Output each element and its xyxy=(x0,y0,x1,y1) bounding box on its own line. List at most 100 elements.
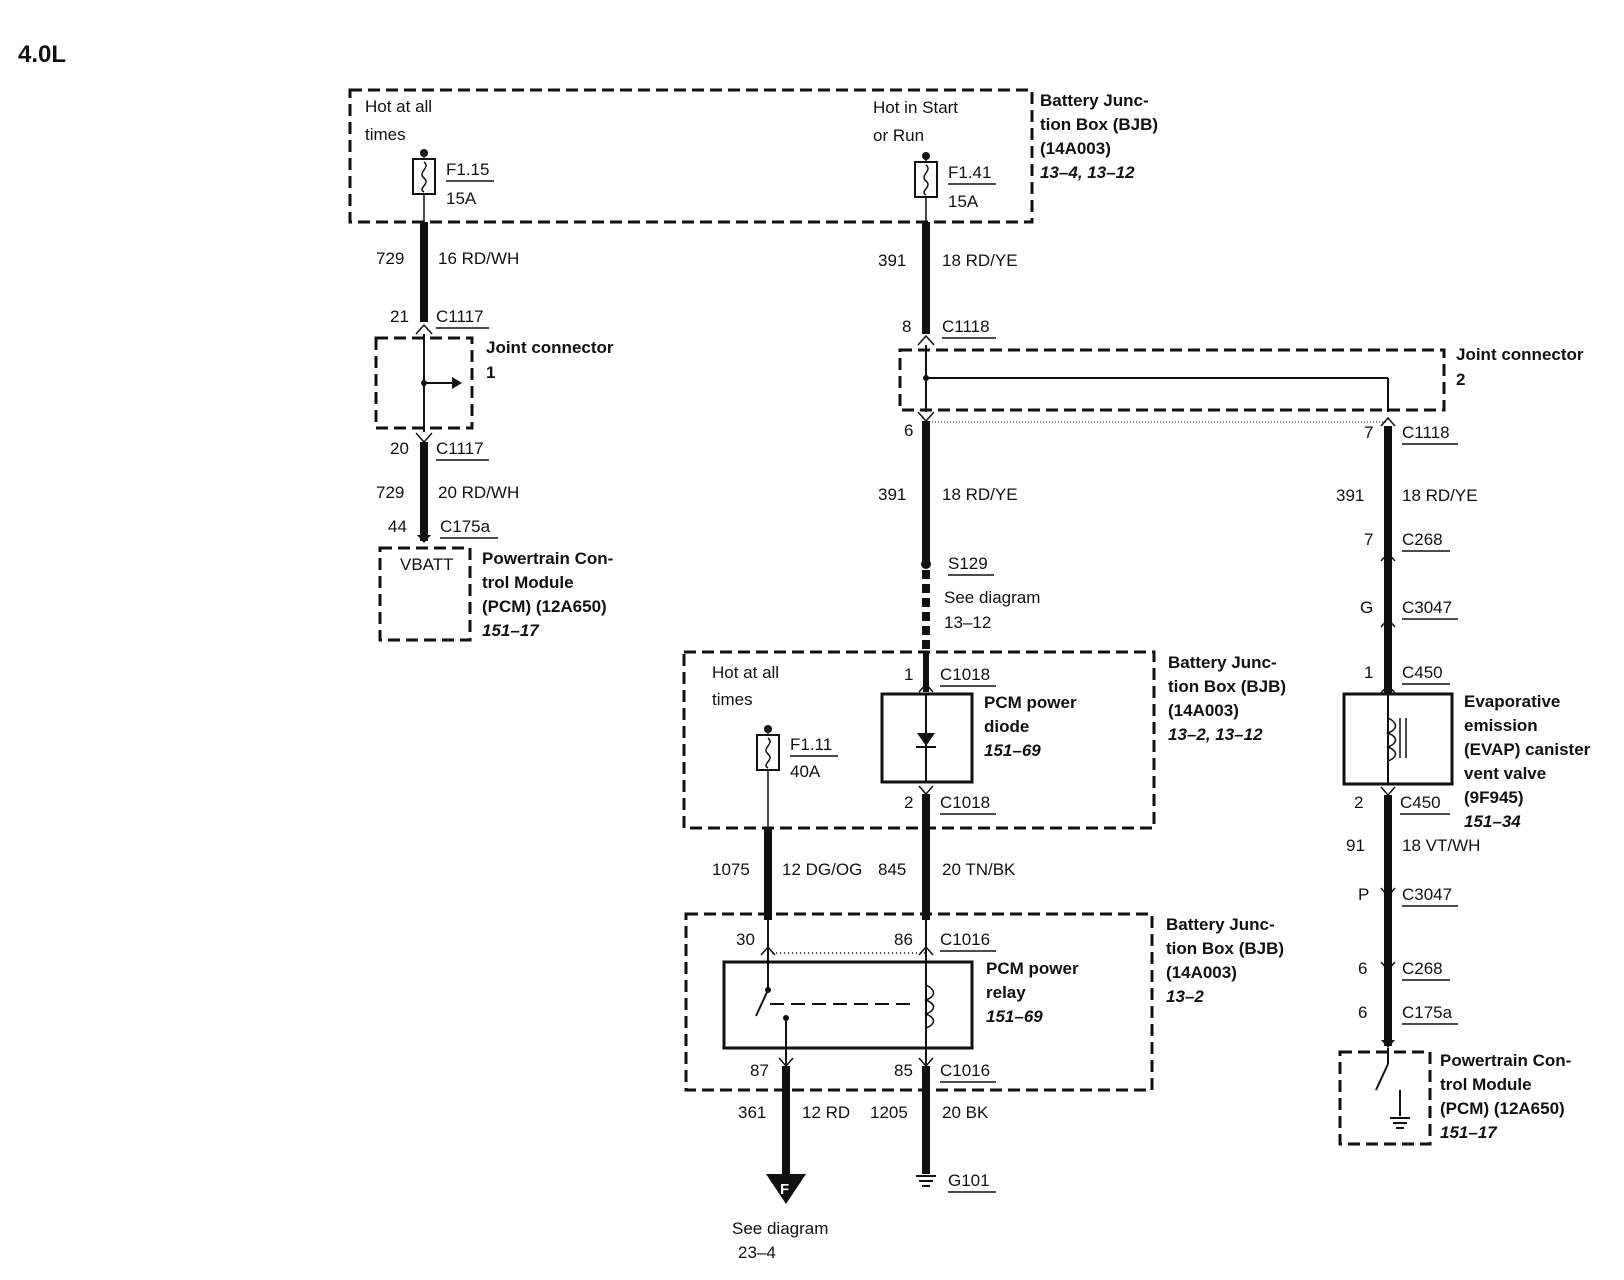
wire-845-spec: 20 TN/BK xyxy=(942,860,1016,879)
fuse-f1-41-rating: 15A xyxy=(948,192,979,211)
c268-upper-conn: C268 xyxy=(1402,530,1443,549)
wire-1205-circuit: 1205 xyxy=(870,1103,908,1122)
c1118-pin-7: 7 xyxy=(1364,423,1373,442)
splice-icon xyxy=(921,559,931,569)
connector-icon xyxy=(1380,961,1396,972)
connector-icon xyxy=(917,334,935,346)
pcm-right-ref: 151–17 xyxy=(1440,1123,1498,1142)
engine-title: 4.0L xyxy=(18,41,66,68)
c1018-pin-1: 1 xyxy=(904,665,913,684)
bjb-bottom-name-3: (14A003) xyxy=(1166,963,1237,982)
connector-icon xyxy=(1380,887,1396,898)
c3047-lower-conn: C3047 xyxy=(1402,885,1452,904)
wire-1075-spec: 12 DG/OG xyxy=(782,860,862,879)
bjb-middle-ref: 13–2, 13–12 xyxy=(1168,725,1263,744)
wire-1205-spec: 20 BK xyxy=(942,1103,989,1122)
wire-729-spec: 16 RD/WH xyxy=(438,249,519,268)
fuse-f1-11-rating: 40A xyxy=(790,762,821,781)
c450-upper-conn: C450 xyxy=(1402,663,1443,682)
pcm-left-name-3: (PCM) (12A650) xyxy=(482,597,607,616)
c450-pin-1: 1 xyxy=(1364,663,1373,682)
fuse-f1-15-id: F1.15 xyxy=(446,160,489,179)
bjb-middle-name-2: tion Box (BJB) xyxy=(1168,677,1286,696)
connector-icon xyxy=(415,323,433,335)
ground-g101: G101 xyxy=(948,1171,990,1190)
relay-pin-30: 30 xyxy=(736,930,755,949)
pcm-switch-icon xyxy=(1375,1048,1410,1129)
connector-icon xyxy=(1380,551,1396,562)
joint-connector-2-label: Joint connector xyxy=(1456,345,1584,364)
pcm-right-box xyxy=(1338,1050,1432,1146)
fuse-icon xyxy=(914,152,938,222)
wire-1075-circuit: 1075 xyxy=(712,860,750,879)
fuse-f1-15-rating: 15A xyxy=(446,189,477,208)
wire-729-lower-circuit: 729 xyxy=(376,483,404,502)
c175a-right-conn: C175a xyxy=(1402,1003,1453,1022)
c175a-pin-44: 44 xyxy=(388,517,407,536)
c450-lower-conn: C450 xyxy=(1400,793,1441,812)
relay-switch-icon xyxy=(755,987,789,1066)
wire-729-lower-spec: 20 RD/WH xyxy=(438,483,519,502)
c175a-left-conn: C175a xyxy=(440,517,491,536)
splice-see-diagram: See diagram xyxy=(944,588,1040,607)
continuation-arrow-icon xyxy=(766,1174,806,1204)
c1018-top-conn: C1018 xyxy=(940,665,990,684)
wire-391-right-spec: 18 RD/YE xyxy=(1402,486,1478,505)
wire-845-circuit: 845 xyxy=(878,860,906,879)
continuation-letter: F xyxy=(780,1181,789,1198)
bjb-top-name-3: (14A003) xyxy=(1040,139,1111,158)
continuation-see-diagram: See diagram xyxy=(732,1219,828,1238)
evap-valve-name-4: vent valve xyxy=(1464,764,1546,783)
c175a-pin-6: 6 xyxy=(1358,1003,1367,1022)
c1118-in-conn: C1118 xyxy=(942,317,990,336)
c450-pin-2: 2 xyxy=(1354,793,1363,812)
wire-361-circuit: 361 xyxy=(738,1103,766,1122)
fuse-f1-41-id: F1.41 xyxy=(948,163,991,182)
joint-connector-2-number: 2 xyxy=(1456,370,1465,389)
pcm-power-diode-name-1: PCM power xyxy=(984,693,1077,712)
c1117-pin-21: 21 xyxy=(390,307,409,326)
fuse-f1-11-id: F1.11 xyxy=(790,735,832,754)
connector-icon xyxy=(1380,416,1396,427)
c1117-in-conn: C1117 xyxy=(436,307,484,326)
bjb-middle-hot-2: times xyxy=(712,690,753,709)
c1118-right-conn: C1118 xyxy=(1402,423,1450,442)
pcm-left-name-2: trol Module xyxy=(482,573,574,592)
c268-pin-7: 7 xyxy=(1364,530,1373,549)
bjb-bottom-box xyxy=(684,912,1154,1092)
pcm-left-ref: 151–17 xyxy=(482,621,540,640)
bjb-middle-name-3: (14A003) xyxy=(1168,701,1239,720)
wire-729-circuit: 729 xyxy=(376,249,404,268)
connector-icon xyxy=(1380,786,1396,797)
evap-valve-box xyxy=(1342,692,1454,786)
connector-icon xyxy=(917,411,935,423)
c1117-out-conn: C1117 xyxy=(436,439,484,458)
pcm-left-box xyxy=(378,546,472,642)
connector-icon xyxy=(1380,617,1396,628)
wire-391-right-circuit: 391 xyxy=(1336,486,1364,505)
c3047-pin-g: G xyxy=(1360,598,1373,617)
pcm-right-name-1: Powertrain Con- xyxy=(1440,1051,1571,1070)
c3047-pin-p: P xyxy=(1358,885,1369,904)
bjb-top-hot-left-2: times xyxy=(365,125,406,144)
c1016-top-conn: C1016 xyxy=(940,930,990,949)
bjb-top-ref: 13–4, 13–12 xyxy=(1040,163,1135,182)
pcm-power-diode-name-2: diode xyxy=(984,717,1029,736)
wire-391-middle-spec: 18 RD/YE xyxy=(942,485,1018,504)
bjb-top-hot-left-1: Hot at all xyxy=(365,97,432,116)
wire-391-middle-circuit: 391 xyxy=(878,485,906,504)
pcm-left-name-1: Powertrain Con- xyxy=(482,549,613,568)
pcm-right-name-2: trol Module xyxy=(1440,1075,1532,1094)
c3047-upper-conn: C3047 xyxy=(1402,598,1452,617)
solenoid-coil-icon xyxy=(1385,717,1407,762)
evap-valve-ref: 151–34 xyxy=(1464,812,1521,831)
evap-valve-name-2: emission xyxy=(1464,716,1538,735)
joint-connector-1-label: Joint connector xyxy=(486,338,614,357)
pcm-power-relay-name-2: relay xyxy=(986,983,1026,1002)
splice-s129-id: S129 xyxy=(948,554,988,573)
relay-coil-icon xyxy=(923,984,935,1029)
bjb-bottom-name-2: tion Box (BJB) xyxy=(1166,939,1284,958)
c1018-bottom-conn: C1018 xyxy=(940,793,990,812)
bjb-bottom-name-1: Battery Junc- xyxy=(1166,915,1275,934)
